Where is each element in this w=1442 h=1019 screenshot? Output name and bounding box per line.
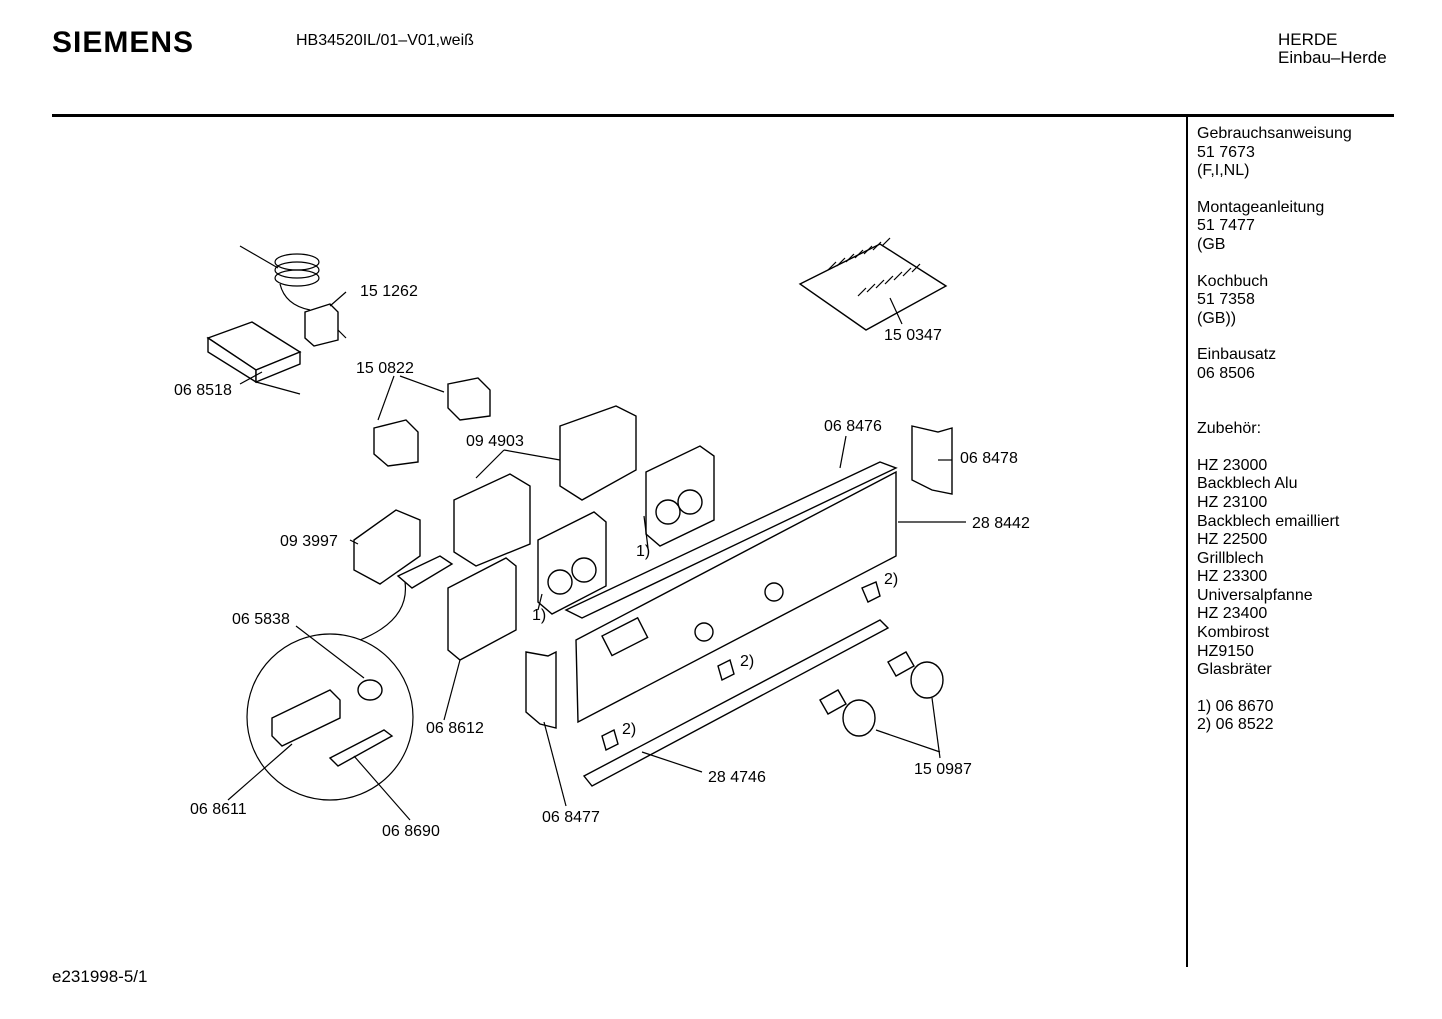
- sidebar-line: HZ 23100: [1197, 493, 1268, 511]
- sidebar-line: Universalpfanne: [1197, 586, 1313, 604]
- sidebar-line: 2) 06 8522: [1197, 716, 1274, 734]
- category-line-2: Einbau–Herde: [1278, 48, 1387, 67]
- sidebar-line: Glasbräter: [1197, 661, 1272, 679]
- sidebar-line: Kombirost: [1197, 624, 1270, 642]
- part-label-065838: 06 5838: [232, 611, 290, 628]
- screw: [857, 287, 867, 297]
- brand-logo: SIEMENS: [52, 26, 195, 59]
- sidebar-line: HZ 23400: [1197, 605, 1268, 623]
- sidebar-line: [1197, 402, 1352, 421]
- part-label-284746: 28 4746: [708, 769, 766, 786]
- trim-strip-illustration: [582, 619, 890, 787]
- screw: [881, 237, 891, 247]
- side-bracket-illustration: [525, 425, 953, 729]
- sidebar-block: Zubehör:: [1197, 402, 1352, 439]
- sidebar-line: (GB: [1197, 235, 1226, 253]
- screw: [866, 283, 876, 293]
- part-label-288442: 28 8442: [972, 515, 1030, 532]
- sidebar-line: Einbausatz: [1197, 346, 1277, 364]
- sidebar-line: (GB)): [1197, 309, 1237, 327]
- terminal-block-illustration: [206, 321, 302, 395]
- part-label-093997: 09 3997: [280, 533, 338, 550]
- knob-illustration: [819, 651, 944, 737]
- part-label-068518: 06 8518: [174, 382, 232, 399]
- model-number: HB34520IL/01–V01,weiß: [296, 32, 474, 49]
- thermostat-part-illustration: [239, 245, 347, 347]
- part-label-151262: 15 1262: [360, 283, 418, 300]
- screw: [827, 261, 837, 271]
- part-labels: 15 1262 06 8518 15 0822 15 0347 09 4903 …: [174, 283, 1030, 840]
- screw: [884, 275, 894, 285]
- sidebar-line: Montageanleitung: [1197, 198, 1325, 216]
- screw: [872, 241, 882, 251]
- part-label-068478: 06 8478: [960, 450, 1018, 467]
- sidebar-line: (F,I,NL): [1197, 162, 1250, 180]
- part-label-150347: 15 0347: [884, 327, 942, 344]
- sidebar-line: 51 7477: [1197, 217, 1255, 235]
- screw: [854, 249, 864, 259]
- sidebar-line: Kochbuch: [1197, 272, 1269, 290]
- screw: [875, 279, 885, 289]
- switch-block-illustration: [373, 377, 491, 467]
- part-label-068690: 06 8690: [382, 823, 440, 840]
- part-label-150822: 15 0822: [356, 360, 414, 377]
- note-label-1b: 1): [532, 607, 546, 624]
- sidebar-line: HZ9150: [1197, 642, 1254, 660]
- sidebar-line: Gebrauchsanweisung: [1197, 125, 1352, 142]
- exploded-parts-diagram: 15 1262 06 8518 15 0822 15 0347 09 4903 …: [174, 237, 1030, 840]
- document-code: e231998-5/1: [52, 967, 148, 986]
- sidebar-line: Grillblech: [1197, 549, 1264, 567]
- clip-illustration: [601, 581, 881, 752]
- sidebar-line: HZ 23300: [1197, 568, 1268, 586]
- header-divider: [52, 114, 1394, 117]
- category-line-1: HERDE: [1278, 30, 1338, 49]
- sidebar-line: Backblech emailliert: [1197, 512, 1340, 530]
- screw: [863, 245, 873, 255]
- selector-housing-illustration: [537, 445, 715, 615]
- detail-circle-illustration: [246, 581, 414, 801]
- screw: [836, 257, 846, 267]
- display-carrier-illustration: [447, 557, 517, 661]
- screw: [845, 253, 855, 263]
- sidebar-line: Backblech Alu: [1197, 475, 1298, 493]
- screw: [911, 263, 921, 273]
- bracket-illustration: [453, 405, 637, 567]
- part-label-068476: 06 8476: [824, 418, 882, 435]
- part-label-068612: 06 8612: [426, 720, 484, 737]
- part-label-094903: 09 4903: [466, 433, 524, 450]
- sidebar-line: 06 8506: [1197, 364, 1255, 382]
- note-label-2a: 2): [884, 571, 898, 588]
- category-heading: HERDE Einbau–Herde: [1278, 31, 1387, 67]
- screw-bag-illustration: [798, 237, 948, 331]
- note-label-1a: 1): [636, 543, 650, 560]
- leader-lines: [227, 291, 966, 821]
- note-label-2c: 2): [622, 721, 636, 738]
- sidebar-line: 51 7358: [1197, 291, 1255, 309]
- screw: [902, 267, 912, 277]
- note-label-2b: 2): [740, 653, 754, 670]
- sidebar-line: Zubehör:: [1197, 420, 1262, 438]
- part-label-150987: 15 0987: [914, 761, 972, 778]
- sidebar-line: HZ 22500: [1197, 531, 1268, 549]
- sidebar-divider: [1186, 117, 1188, 967]
- sidebar-line: 1) 06 8670: [1197, 697, 1274, 715]
- screw: [893, 271, 903, 281]
- sidebar-line: HZ 23000: [1197, 456, 1268, 474]
- part-label-068611: 06 8611: [190, 801, 247, 818]
- control-panel-illustration: [564, 461, 898, 724]
- sidebar-line: 51 7673: [1197, 143, 1255, 161]
- part-label-068477: 06 8477: [542, 809, 600, 826]
- display-module-illustration: [353, 509, 454, 589]
